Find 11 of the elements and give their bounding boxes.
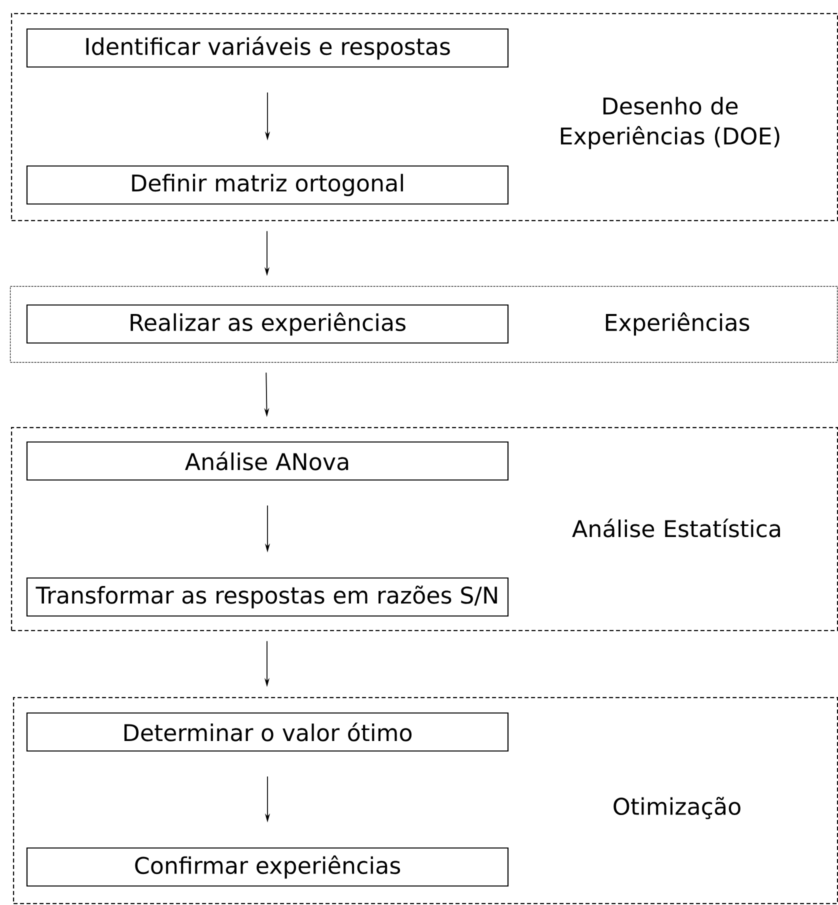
group-label: Experiências bbox=[606, 312, 750, 336]
process-box: Confirmar experiências bbox=[26, 847, 509, 887]
process-box: Análise ANova bbox=[26, 441, 509, 481]
process-box: Definir matriz ortogonal bbox=[26, 165, 509, 205]
process-box: Identificar variáveis e respostas bbox=[26, 28, 509, 68]
group-label: Análise Estatística bbox=[572, 518, 780, 538]
process-box: Transformar as respostas em razões S/N bbox=[26, 577, 509, 617]
group-label: Otimização bbox=[614, 796, 740, 820]
process-box: Realizar as experiências bbox=[26, 304, 509, 344]
group-label: Desenho de Experiências (DOE) bbox=[560, 96, 780, 150]
process-box: Determinar o valor ótimo bbox=[26, 712, 509, 752]
